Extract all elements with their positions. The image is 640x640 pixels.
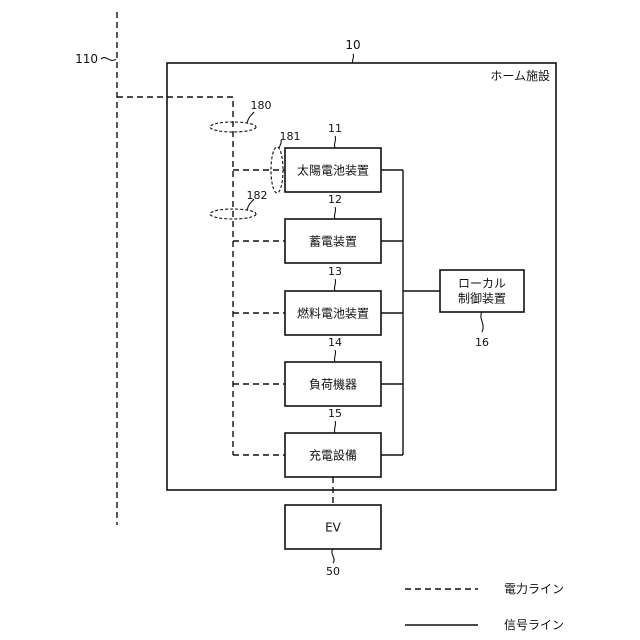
local-controller-leader xyxy=(481,312,483,332)
device-charging-equipment: 充電設備 15 xyxy=(285,407,381,477)
power-grid-number: 110 xyxy=(75,52,98,66)
device-number: 13 xyxy=(328,265,342,278)
sensor-number: 181 xyxy=(280,130,301,143)
local-controller-label-2: 制御装置 xyxy=(458,291,506,306)
device-number: 15 xyxy=(328,407,342,420)
local-controller: ローカル 制御装置 16 xyxy=(440,270,524,349)
local-controller-label-1: ローカル xyxy=(458,277,506,291)
device-leader xyxy=(334,421,335,433)
sensor-180: 180 xyxy=(210,99,272,132)
sensor-number: 180 xyxy=(251,99,272,112)
home-facility-leader xyxy=(352,54,353,63)
sensor-182: 182 xyxy=(210,189,268,219)
legend-power-line-label: 電力ライン xyxy=(504,582,564,596)
legend-signal-line-label: 信号ライン xyxy=(504,618,564,632)
device-label: 蓄電装置 xyxy=(309,235,357,249)
ev-box: EV 50 xyxy=(285,505,381,578)
home-facility-label: ホーム施設 xyxy=(490,68,550,83)
device-load-equipment: 負荷機器 14 xyxy=(285,336,381,406)
device-number: 12 xyxy=(328,193,342,206)
power-grid-leader xyxy=(101,58,116,61)
device-label: 負荷機器 xyxy=(309,377,357,392)
ev-number: 50 xyxy=(326,565,340,578)
device-label: 太陽電池装置 xyxy=(297,163,369,178)
device-leader xyxy=(334,136,335,148)
device-label: 充電設備 xyxy=(309,448,357,463)
ev-label: EV xyxy=(325,521,342,535)
local-controller-number: 16 xyxy=(475,336,489,349)
device-leader xyxy=(334,207,335,219)
sensor-number: 182 xyxy=(247,189,268,202)
ev-leader xyxy=(332,549,334,563)
device-fuel-cell: 燃料電池装置 13 xyxy=(285,265,381,335)
device-leader xyxy=(334,350,335,362)
device-leader xyxy=(334,279,335,291)
device-label: 燃料電池装置 xyxy=(297,306,369,321)
home-facility-number: 10 xyxy=(345,38,360,52)
sensor-leader xyxy=(247,112,254,123)
power-feed-line xyxy=(117,97,233,455)
legend: 電力ライン 信号ライン xyxy=(405,582,564,632)
device-number: 11 xyxy=(328,122,342,135)
device-storage-battery: 蓄電装置 12 xyxy=(285,193,381,263)
device-number: 14 xyxy=(328,336,342,349)
